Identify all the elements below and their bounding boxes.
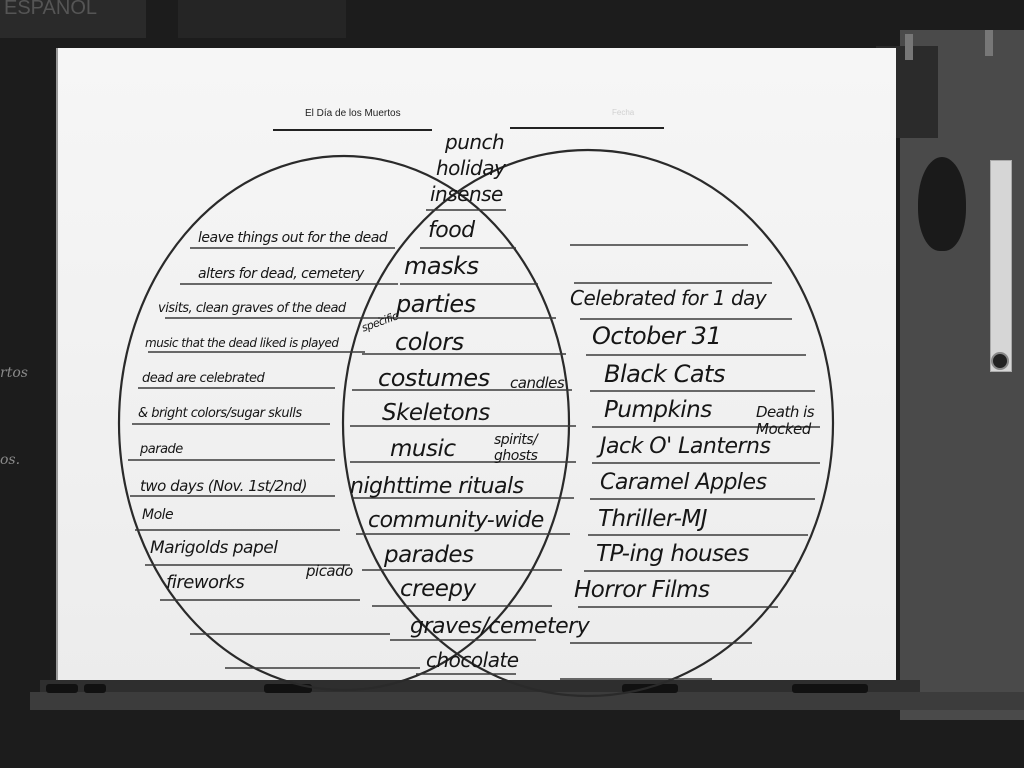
- venn-top-word: insense: [430, 182, 503, 206]
- worksheet-title: El Día de los Muertos: [305, 108, 401, 119]
- middle-item: creepy: [400, 576, 476, 602]
- left-item: music that the dead liked is played: [145, 336, 339, 350]
- middle-item: chocolate: [426, 648, 519, 672]
- middle-item: candles: [510, 374, 565, 392]
- right-item: Jack O' Lanterns: [600, 434, 771, 459]
- right-item: October 31: [592, 322, 722, 350]
- middle-item: colors: [395, 328, 464, 356]
- left-item: Marigolds papel: [150, 538, 278, 558]
- marker: [46, 684, 78, 693]
- mouse-icon: [918, 157, 966, 251]
- wall-sign-dark: [178, 0, 346, 38]
- right-item: TP-ing houses: [596, 541, 749, 567]
- board-frame: [40, 680, 920, 694]
- right-item: Thriller-MJ: [598, 506, 708, 532]
- marker: [792, 684, 868, 693]
- middle-item: food: [428, 218, 475, 243]
- middle-item: Skeletons: [382, 400, 490, 426]
- marker: [264, 684, 312, 693]
- middle-item: music: [390, 436, 456, 462]
- left-item: two days (Nov. 1st/2nd): [140, 477, 307, 495]
- board-clip: [985, 30, 993, 56]
- wall-right: [900, 30, 1024, 720]
- left-item: fireworks: [166, 572, 245, 593]
- worksheet-date-label: Fecha: [612, 108, 635, 117]
- middle-item: graves/cemetery: [410, 614, 590, 639]
- left-item: parade: [140, 442, 183, 457]
- left-item: & bright colors/sugar skulls: [138, 406, 302, 421]
- marker: [84, 684, 106, 693]
- left-item: Mole: [142, 507, 174, 523]
- left-circle: [117, 154, 571, 692]
- venn-top-word: holiday: [436, 156, 506, 180]
- whiteboard: [56, 48, 896, 700]
- right-item: Celebrated for 1 day: [570, 286, 767, 310]
- venn-top-word: punch: [445, 130, 505, 154]
- middle-item: parties: [396, 290, 476, 318]
- right-item: Pumpkins: [604, 397, 712, 423]
- right-item: Death is Mocked: [756, 403, 815, 438]
- ruler: [990, 160, 1012, 372]
- ruled-lines: [128, 209, 820, 680]
- middle-item: costumes: [378, 364, 490, 392]
- marker-tray: [30, 692, 1024, 710]
- middle-item: parades: [384, 542, 474, 568]
- left-item: alters for dead, cemetery: [198, 266, 364, 282]
- middle-item: spirits/ ghosts: [494, 432, 538, 464]
- middle-item: masks: [404, 252, 479, 280]
- middle-item: nighttime rituals: [350, 474, 524, 499]
- right-circle: [341, 148, 835, 698]
- left-item: leave things out for the dead: [198, 230, 388, 246]
- middle-item: community-wide: [368, 508, 544, 533]
- right-item: Black Cats: [604, 360, 725, 388]
- wall-sign-text: ESPAÑOL: [4, 0, 97, 19]
- wall-sign: ESPAÑOL: [0, 0, 146, 38]
- left-item: dead are celebrated: [142, 371, 265, 386]
- marker: [622, 684, 678, 693]
- left-item: picado: [306, 562, 353, 580]
- board-clip: [905, 34, 913, 60]
- right-item: Caramel Apples: [600, 470, 767, 495]
- left-item: visits, clean graves of the dead: [158, 301, 346, 316]
- wall-text-top: rtos: [0, 365, 28, 381]
- wall-text-mid: os.: [0, 452, 21, 468]
- ruler-pin: [991, 352, 1009, 370]
- right-item: Horror Films: [574, 577, 710, 603]
